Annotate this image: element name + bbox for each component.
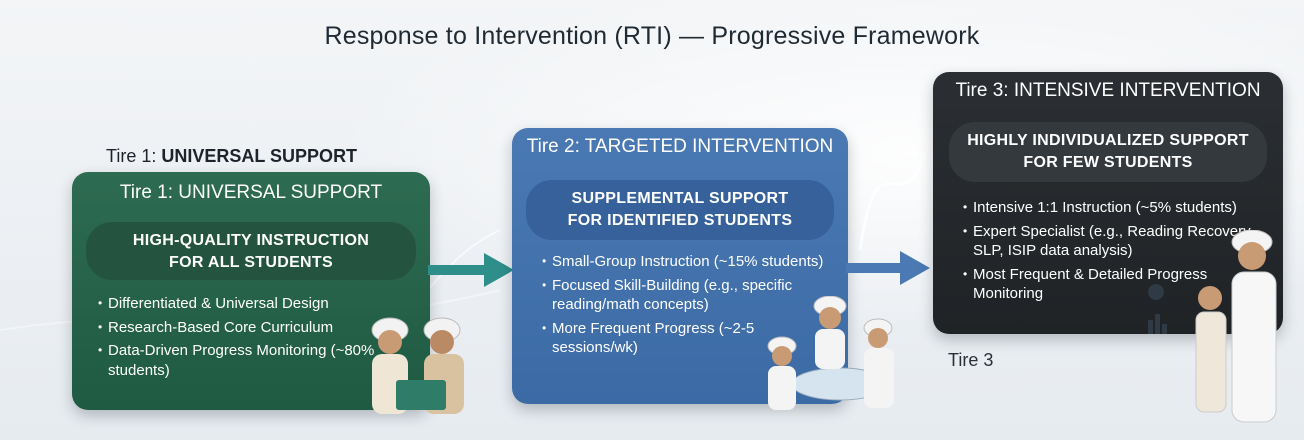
tier2-focus-line2: FOR IDENTIFIED STUDENTS — [567, 212, 793, 229]
tier2-bullet: Focused Skill-Building (e.g., specific r… — [542, 276, 842, 315]
tier1-bullet: Differentiated & Universal Design — [98, 294, 398, 314]
tier1-card: Tire 1: UNIVERSAL SUPPORT HIGH-QUALITY I… — [72, 172, 430, 410]
tier3-bullet: Intensive 1:1 Instruction (~5% students) — [963, 198, 1281, 218]
tier1-focus-line2: FOR ALL STUDENTS — [169, 254, 333, 271]
tier1-outside-label: Tire 1: UNIVERSAL SUPPORT — [106, 146, 357, 167]
tier2-bullet: More Frequent Progress (~2-5 sessions/wk… — [542, 319, 842, 358]
page-title: Response to Intervention (RTI) — Progres… — [324, 22, 980, 50]
tier1-outside-prefix: Tire 1: — [106, 146, 157, 166]
tier3-card: Tire 3: INTENSIVE INTERVENTION HIGHLY IN… — [933, 72, 1283, 334]
tier3-focus-pill: HIGHLY INDIVIDUALIZED SUPPORT FOR FEW ST… — [949, 122, 1267, 182]
tier2-bullet: Small-Group Instruction (~15% students) — [542, 252, 842, 272]
tier1-header: Tire 1: UNIVERSAL SUPPORT — [119, 182, 383, 203]
tier2-card: Tire 2: TARGETED INTERVENTION SUPPLEMENT… — [512, 128, 848, 404]
tier2-small-group-illustration — [767, 296, 894, 410]
tier3-bullet: Expert Specialist (e.g., Reading Recover… — [963, 222, 1281, 261]
tier3-header: Tire 3: INTENSIVE INTERVENTION — [955, 80, 1261, 101]
tier3-bullet: Most Frequent & Detailed Progress Monito… — [963, 265, 1281, 304]
tier1-students-reading-illustration — [371, 317, 464, 414]
tier3-bullet-list: Intensive 1:1 Instruction (~5% students)… — [963, 198, 1281, 308]
tier1-focus-line1: HIGH-QUALITY INSTRUCTION — [132, 232, 370, 249]
tier1-bullet-list: Differentiated & Universal Design Resear… — [98, 294, 398, 384]
tier3-focus-line2: FOR FEW STUDENTS — [1023, 154, 1193, 171]
tier3-focus-line1: HIGHLY INDIVIDUALIZED SUPPORT — [967, 132, 1249, 149]
tier2-focus-pill: SUPPLEMENTAL SUPPORT FOR IDENTIFIED STUD… — [526, 180, 834, 240]
arrow-tier2-to-tier3 — [846, 251, 930, 285]
tier2-focus-line1: SUPPLEMENTAL SUPPORT — [571, 190, 789, 207]
tier2-bullet-list: Small-Group Instruction (~15% students) … — [542, 252, 842, 362]
tier1-outside-name: UNIVERSAL SUPPORT — [161, 146, 358, 166]
arrow-tier1-to-tier2 — [428, 253, 514, 287]
tier3-one-on-one-illustration — [1148, 230, 1277, 423]
tier2-header: Tire 2: TARGETED INTERVENTION — [526, 136, 834, 157]
tier1-bullet: Research-Based Core Curriculum — [98, 318, 398, 338]
tier1-bullet: Data-Driven Progress Monitoring (~80% st… — [98, 341, 398, 380]
tier1-focus-pill: HIGH-QUALITY INSTRUCTION FOR ALL STUDENT… — [86, 222, 416, 280]
tier3-outside-label: Tire 3 — [948, 350, 994, 370]
